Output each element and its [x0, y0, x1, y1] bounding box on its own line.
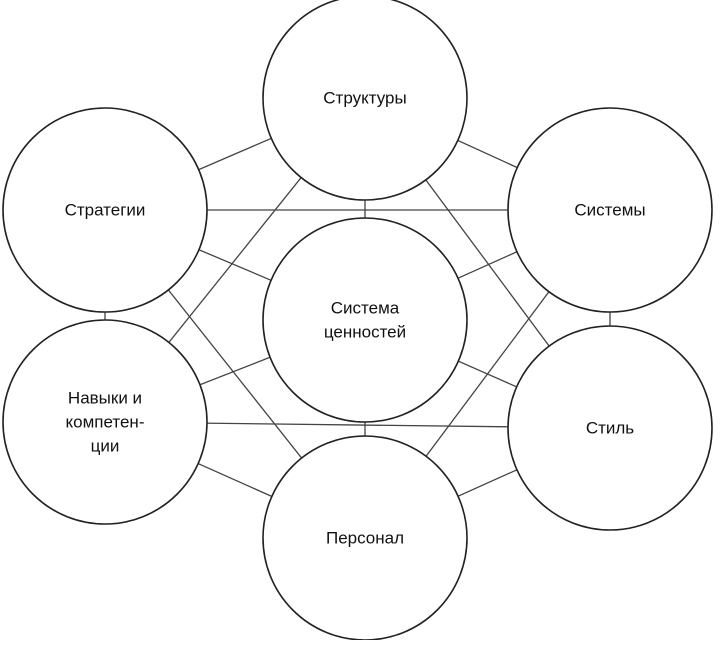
node-circle-strategies	[2, 107, 208, 313]
node-circle-style	[507, 325, 713, 531]
node-label-structures: Структуры	[323, 89, 406, 108]
node-label-skills: компетен-	[66, 413, 145, 432]
node-label-strategies: Стратегии	[65, 201, 146, 220]
node-structures: Структуры	[262, 0, 468, 201]
node-systems: Системы	[507, 107, 713, 313]
node-style: Стиль	[507, 325, 713, 531]
node-label-systems: Системы	[574, 201, 645, 220]
node-circle-systems	[507, 107, 713, 313]
node-label-values: Система	[331, 299, 400, 318]
node-staff: Персонал	[262, 435, 468, 641]
node-label-values: ценностей	[324, 323, 406, 342]
node-label-staff: Персонал	[326, 529, 404, 548]
node-label-skills: Навыки и	[68, 389, 142, 408]
node-strategies: Стратегии	[2, 107, 208, 313]
node-label-skills: ции	[91, 437, 120, 456]
node-circle-structures	[262, 0, 468, 201]
node-circle-skills	[2, 319, 208, 525]
node-circle-values	[262, 217, 468, 423]
node-values: Система ценностей	[262, 217, 468, 423]
node-label-style: Стиль	[586, 419, 634, 438]
node-skills: Навыки и компетен-ции	[2, 319, 208, 525]
